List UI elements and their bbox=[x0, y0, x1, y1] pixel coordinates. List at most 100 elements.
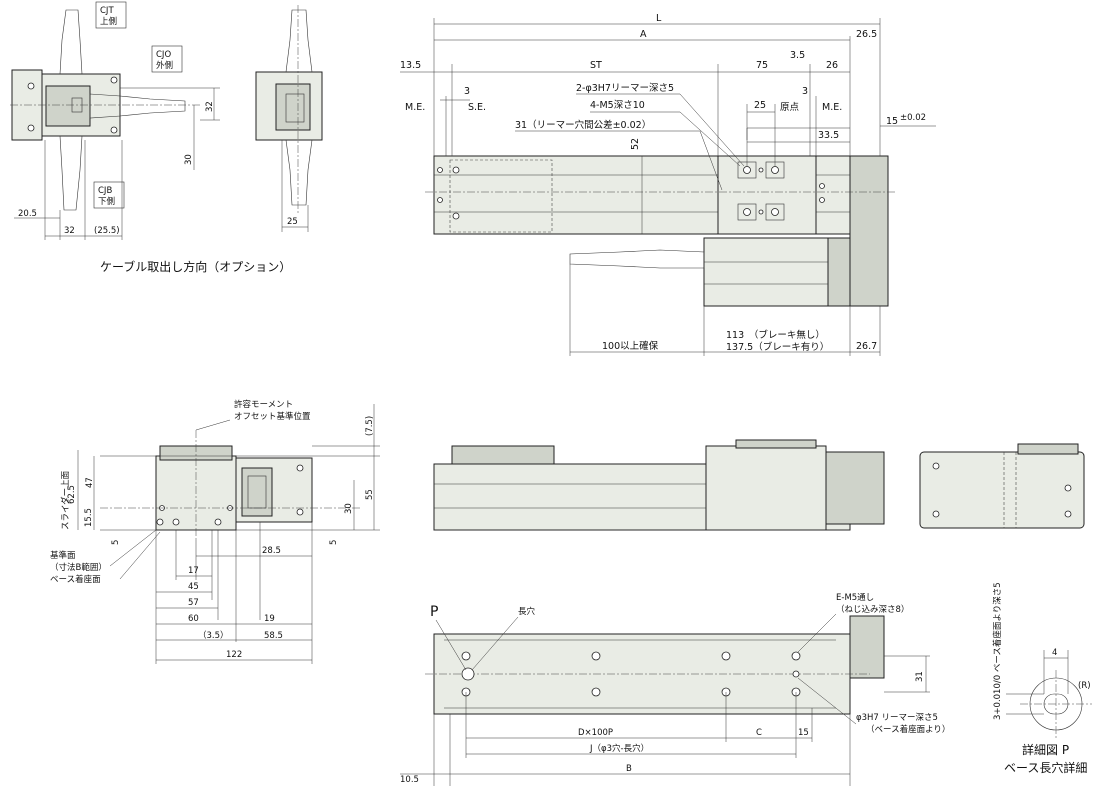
dim-15: 15 bbox=[886, 116, 898, 127]
plan-view: L A 26.5 13.5 ST 75 3.5 26 3 M.E. S.E. 3… bbox=[400, 13, 936, 356]
label-se: S.E. bbox=[468, 102, 486, 113]
dim-113: 113 （ブレーキ無し） bbox=[726, 329, 825, 341]
side-connector bbox=[275, 83, 311, 131]
dim-100-min: 100以上確保 bbox=[602, 340, 659, 352]
label-R: (R) bbox=[1078, 681, 1091, 691]
elevation-slider bbox=[705, 445, 827, 531]
label-me-right: M.E. bbox=[822, 102, 842, 113]
em5-label-2: （ねじ込み深さ8） bbox=[836, 604, 909, 615]
dim-122: 122 bbox=[226, 650, 242, 660]
dim-45: 45 bbox=[188, 582, 199, 592]
dim-3-left: 3 bbox=[464, 86, 470, 97]
detail-title: 詳細図 P bbox=[1022, 742, 1069, 757]
label-P: P bbox=[430, 604, 438, 620]
label-origin: 原点 bbox=[780, 102, 800, 113]
dim-52: 52 bbox=[630, 138, 641, 150]
dim-137-5: 137.5（ブレーキ有り） bbox=[726, 341, 829, 353]
dim-5-left: 5 bbox=[111, 540, 121, 545]
moment-label-2: オフセット基準位置 bbox=[234, 411, 311, 422]
pin-label-2: （ベース着座面より） bbox=[866, 724, 950, 735]
cjo-label: CJO bbox=[156, 50, 171, 60]
side-cable-up bbox=[285, 9, 313, 73]
cjb-label: CJB bbox=[98, 186, 112, 196]
dim-10-5: 10.5 bbox=[400, 775, 419, 785]
dim-3-right: 3 bbox=[802, 86, 808, 97]
cable-up bbox=[59, 9, 83, 75]
elevation-motor bbox=[825, 451, 885, 525]
dim-17: 17 bbox=[188, 566, 199, 576]
dim-C: C bbox=[756, 728, 762, 738]
dim-20-5: 20.5 bbox=[18, 209, 37, 219]
detail-p: 3+0.010/0 ベース着座面より深さ5 4 (R) 詳細図 P ベース長穴詳… bbox=[992, 582, 1092, 775]
dim-33-5: 33.5 bbox=[818, 130, 839, 141]
motor-end-view bbox=[919, 443, 1085, 529]
dim-57: 57 bbox=[188, 598, 199, 608]
connector-housing bbox=[45, 85, 91, 127]
detail-subtitle: ベース長穴詳細 bbox=[1004, 760, 1087, 775]
dim-31-bottom: 31 bbox=[915, 671, 925, 682]
side-elevation bbox=[433, 439, 885, 531]
dim-25: 25 bbox=[287, 217, 298, 227]
cjt-sub-label: 上側 bbox=[100, 16, 117, 27]
slider-top-label: スライダー上面 bbox=[60, 470, 71, 530]
dim-30: 30 bbox=[344, 503, 354, 514]
tap-label: 4-M5深さ10 bbox=[590, 100, 645, 111]
detail-vertical-label: 3+0.010/0 ベース着座面より深さ5 bbox=[992, 582, 1003, 720]
end-view: 許容モーメント オフセット基準位置 (7.5) 55 62.5 スライダー上面 … bbox=[50, 399, 380, 664]
dim-26: 26 bbox=[826, 60, 838, 71]
slider-block bbox=[717, 155, 817, 235]
dim-A: A bbox=[640, 29, 647, 40]
dim-D-100P: D×100P bbox=[578, 728, 613, 738]
pin-label-1: φ3H7 リーマー深さ5 bbox=[856, 713, 938, 723]
em5-label-1: E-M5通し bbox=[836, 592, 874, 603]
dim-J: J（φ3穴-長穴） bbox=[589, 743, 649, 754]
dim-58-5: 58.5 bbox=[264, 631, 283, 641]
cjo-sub-label: 外側 bbox=[156, 60, 173, 71]
dim-62-5: 62.5 bbox=[67, 485, 77, 504]
ref-label-2: （寸法B範囲） bbox=[50, 562, 107, 573]
dim-26-5: 26.5 bbox=[856, 29, 877, 40]
label-me-left: M.E. bbox=[405, 102, 425, 113]
cjb-sub-label: 下側 bbox=[98, 196, 115, 207]
dim-15-5: 15.5 bbox=[84, 508, 94, 527]
cable-exit-front-view: 32 30 20.5 32 (25.5) CJT 上側 CJO 外側 CJB 下… bbox=[10, 1, 291, 274]
dim-13-5: 13.5 bbox=[400, 60, 421, 71]
ref-label-1: 基準面 bbox=[50, 550, 76, 561]
dim-4: 4 bbox=[1052, 648, 1057, 658]
dim-25-5: (25.5) bbox=[94, 226, 120, 236]
dim-26-7: 26.7 bbox=[856, 341, 877, 352]
dim-15-tolerance: ±0.02 bbox=[900, 113, 926, 123]
motor-body bbox=[703, 237, 829, 307]
dim-60: 60 bbox=[188, 614, 199, 624]
dim-31-tolerance: 31（リーマー穴間公差±0.02） bbox=[515, 119, 651, 131]
dim-B: B bbox=[626, 764, 632, 774]
ref-label-3: ベース着座面 bbox=[50, 574, 101, 585]
dim-3-5-side: （3.5） bbox=[198, 630, 229, 641]
side-cable-down bbox=[285, 139, 313, 206]
dim-7-5: (7.5) bbox=[365, 416, 375, 436]
dim-L: L bbox=[656, 13, 662, 24]
dim-55: 55 bbox=[365, 489, 375, 500]
dim-30: 30 bbox=[184, 154, 194, 165]
motor-end-body bbox=[919, 451, 1085, 529]
pin-hole-label: 2-φ3H7リーマー深さ5 bbox=[576, 83, 674, 94]
dim-5-right: 5 bbox=[329, 540, 339, 545]
dim-47: 47 bbox=[85, 477, 95, 488]
cjt-label: CJT bbox=[100, 6, 114, 16]
dim-32-vertical: 32 bbox=[205, 101, 215, 112]
dim-25-plan: 25 bbox=[754, 100, 766, 111]
bottom-view: P 長穴 E-M5通し （ねじ込み深さ8） φ3H7 リーマー深さ5 （ベース着… bbox=[400, 592, 950, 786]
dim-3-5: 3.5 bbox=[790, 50, 805, 61]
dim-28-5: 28.5 bbox=[262, 546, 281, 556]
cable-exit-side-view: 25 bbox=[255, 5, 323, 232]
dim-ST: ST bbox=[590, 60, 602, 71]
cable-exit-caption: ケーブル取出し方向（オプション） bbox=[100, 259, 291, 274]
label-long-hole: 長穴 bbox=[518, 606, 536, 617]
dim-19: 19 bbox=[264, 614, 275, 624]
dim-32-horizontal: 32 bbox=[64, 226, 75, 236]
motor-unit bbox=[849, 155, 889, 307]
dim-15-bottom: 15 bbox=[798, 728, 809, 738]
cable-down bbox=[59, 135, 83, 211]
dim-75: 75 bbox=[756, 60, 768, 71]
